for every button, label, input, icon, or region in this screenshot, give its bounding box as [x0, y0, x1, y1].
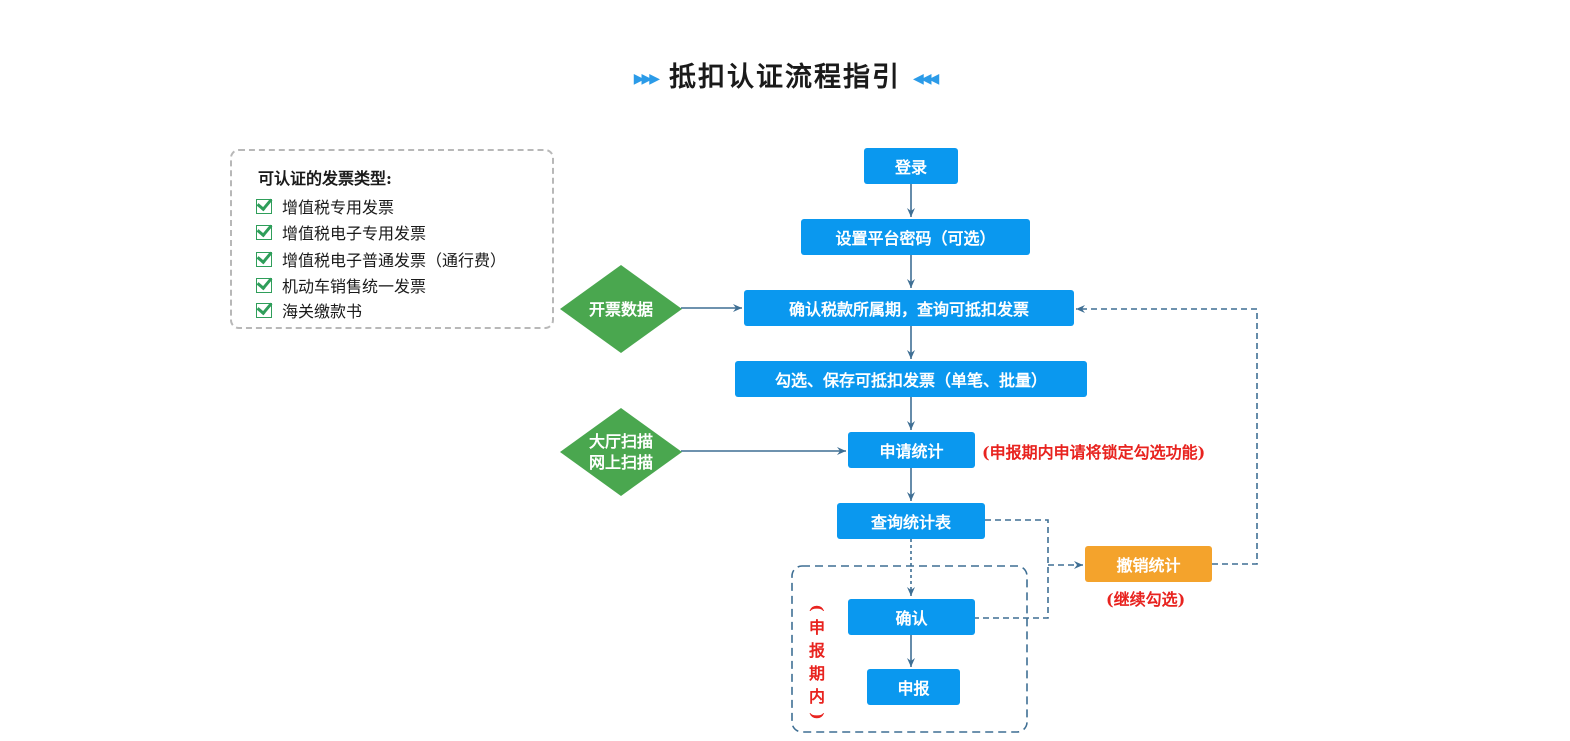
source-scan: 大厅扫描网上扫描 — [560, 408, 682, 496]
legend-item-label: 增值税电子普通发票（通行费） — [282, 251, 507, 270]
step-confirm: 确认 — [848, 599, 975, 635]
cancel-stats-note: (继续勾选) — [1106, 590, 1186, 609]
source-invoice-data: 开票数据 — [560, 265, 682, 353]
legend-item-label: 机动车销售统一发票 — [282, 277, 427, 296]
note-paren-close: ) — [808, 712, 827, 720]
legend-item: 增值税电子普通发票（通行费） — [256, 247, 506, 271]
dashed-query-to-cancel — [975, 519, 1049, 619]
note-char: 期 — [808, 664, 825, 683]
step-declare: 申报 — [867, 669, 960, 705]
legend-item: 机动车销售统一发票 — [256, 273, 426, 297]
checkbox-checked-icon — [256, 278, 272, 293]
scan-line-online: 网上扫描 — [588, 453, 653, 472]
apply-stats-note: (申报期内申请将锁定勾选功能) — [982, 443, 1206, 462]
checkbox-checked-icon — [256, 303, 272, 318]
legend-item-label: 增值税专用发票 — [282, 198, 395, 217]
legend-item: 海关缴款书 — [256, 298, 362, 322]
step-login: 登录 — [864, 148, 958, 184]
note-char: 报 — [808, 641, 825, 660]
dashed-cancel-to-confirm-period — [1076, 305, 1258, 565]
declaration-period-note: ( 申 报 期 内 ) — [807, 600, 827, 724]
title-right-arrows-icon: ▶▶▶ — [633, 70, 660, 87]
source-scan-label: 大厅扫描网上扫描 — [560, 408, 682, 496]
diamond-shape — [560, 265, 682, 353]
invoice-types-legend: 可认证的发票类型: 增值税专用发票 增值税电子专用发票 增值税电子普通发票（通行… — [230, 149, 554, 329]
diamond-shape — [560, 408, 682, 496]
title-text: 抵扣认证流程指引 — [669, 62, 901, 93]
scan-line-hall: 大厅扫描 — [588, 432, 653, 451]
legend-item-label: 海关缴款书 — [282, 302, 363, 321]
legend-item: 增值税电子专用发票 — [256, 220, 426, 244]
step-set-password: 设置平台密码（可选） — [801, 219, 1030, 255]
source-invoice-data-label: 开票数据 — [588, 299, 653, 319]
step-cancel-stats: 撤销统计 — [1085, 546, 1212, 582]
legend-item-label: 增值税电子专用发票 — [282, 224, 427, 243]
legend-item: 增值税专用发票 — [256, 194, 394, 218]
note-char: 申 — [808, 618, 825, 637]
step-query-stats: 查询统计表 — [837, 503, 985, 539]
checkbox-checked-icon — [256, 252, 272, 267]
title-left-arrows-icon: ◀◀◀ — [913, 70, 939, 87]
checkbox-checked-icon — [256, 199, 272, 214]
page-title: ▶▶▶ 抵扣认证流程指引 ◀◀◀ — [0, 55, 1570, 94]
note-char: 内 — [808, 687, 825, 706]
checkbox-checked-icon — [256, 225, 272, 240]
step-confirm-period: 确认税款所属期，查询可抵扣发票 — [744, 290, 1074, 326]
note-paren-open: ( — [808, 604, 827, 612]
step-apply-stats: 申请统计 — [848, 432, 975, 468]
declaration-period-boundary — [791, 565, 1028, 733]
legend-title: 可认证的发票类型: — [258, 169, 392, 188]
step-select-save: 勾选、保存可抵扣发票（单笔、批量） — [735, 361, 1087, 397]
